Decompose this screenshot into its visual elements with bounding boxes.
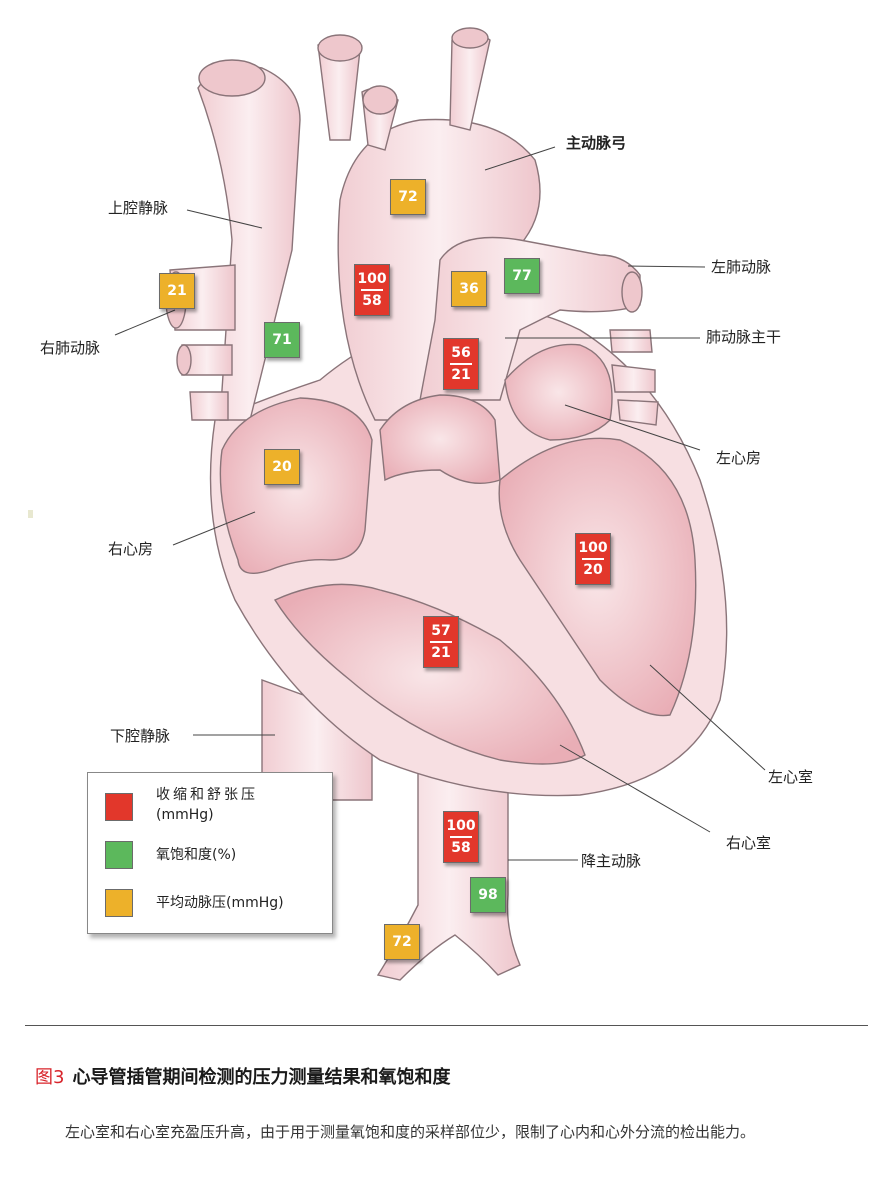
figure-title: 心导管插管期间检测的压力测量结果和氧饱和度	[72, 1067, 451, 1088]
fraction-line	[450, 363, 472, 365]
aorta-diastolic-value: 58	[362, 293, 382, 309]
label-descending-aorta: 降主动脉	[581, 852, 642, 870]
label-main-pa: 肺动脉主干	[706, 328, 782, 346]
badge-svc-sat: 71	[264, 322, 300, 358]
label-right-ventricle: 右心室	[726, 834, 772, 852]
desc-aorta-systolic-value: 100	[446, 818, 476, 834]
fraction-line	[430, 641, 452, 643]
label-right-pa: 右肺动脉	[40, 339, 101, 357]
label-svc: 上腔静脉	[108, 199, 169, 217]
desc-aorta-diastolic-value: 58	[451, 840, 471, 856]
legend-swatch-green	[105, 841, 133, 869]
lv-diastolic-value: 20	[583, 562, 603, 578]
legend-item-pressure: 收缩和舒张压 (mmHg)	[156, 785, 258, 825]
badge-pa-mean: 36	[451, 271, 487, 307]
legend-item-saturation: 氧饱和度(%)	[156, 847, 237, 863]
legend-box: 收缩和舒张压 (mmHg) 氧饱和度(%) 平均动脉压(mmHg)	[87, 772, 333, 934]
septum-chamber	[379, 394, 501, 485]
badge-desc-aorta-sat: 98	[470, 877, 506, 913]
legend-item-pressure-line1: 收缩和舒张压	[156, 787, 258, 803]
badge-aorta-pressure: 100 58	[354, 264, 390, 316]
figure-number: 图3	[35, 1067, 65, 1088]
label-right-atrium: 右心房	[108, 540, 154, 558]
label-ivc: 下腔静脉	[110, 727, 171, 745]
rv-diastolic-value: 21	[431, 645, 451, 661]
label-left-atrium: 左心房	[716, 449, 762, 467]
body-paragraph: 左心室和右心室充盈压升高，由于用于测量氧饱和度的采样部位少，限制了心内和心外分流…	[65, 1123, 756, 1141]
legend-item-pressure-line2: (mmHg)	[156, 807, 214, 823]
badge-aorta-mean: 72	[390, 179, 426, 215]
badge-main-pa-pressure: 56 21	[443, 338, 479, 390]
fraction-line	[450, 836, 472, 838]
caption-divider	[25, 1025, 868, 1026]
main-pa-diastolic-value: 21	[451, 367, 471, 383]
badge-left-ventricle-pressure: 100 20	[575, 533, 611, 585]
lv-systolic-value: 100	[578, 540, 608, 556]
margin-mark	[28, 510, 33, 518]
fraction-line	[361, 289, 383, 291]
fraction-line	[582, 558, 604, 560]
label-left-ventricle: 左心室	[768, 768, 814, 786]
figure-area: 主动脉弓 上腔静脉 左肺动脉 右肺动脉 肺动脉主干 左心房 右心房 下腔静脉 左…	[40, 27, 814, 981]
legend-swatch-red	[105, 793, 133, 821]
svc-top-opening	[198, 59, 266, 97]
badge-right-ventricle-pressure: 57 21	[423, 616, 459, 668]
right-atrium-chamber	[219, 397, 373, 574]
badge-right-atrium-mean: 20	[264, 449, 300, 485]
badge-desc-aorta-mean: 72	[384, 924, 420, 960]
main-pa-systolic-value: 56	[451, 345, 471, 361]
badge-desc-aorta-pressure: 100 58	[443, 811, 479, 863]
aorta-systolic-value: 100	[357, 271, 387, 287]
heart-illustration	[114, 27, 766, 981]
legend-swatch-yellow	[105, 889, 133, 917]
rv-systolic-value: 57	[431, 623, 451, 639]
badge-right-pa-mean: 21	[159, 273, 195, 309]
label-left-pa: 左肺动脉	[711, 258, 772, 276]
right-ventricle-chamber	[273, 583, 586, 765]
label-aortic-arch: 主动脉弓	[566, 134, 627, 152]
figure-caption: 图3 心导管插管期间检测的压力测量结果和氧饱和度	[35, 1063, 450, 1089]
badge-pa-sat: 77	[504, 258, 540, 294]
legend-item-mean-pressure: 平均动脉压(mmHg)	[156, 895, 284, 911]
